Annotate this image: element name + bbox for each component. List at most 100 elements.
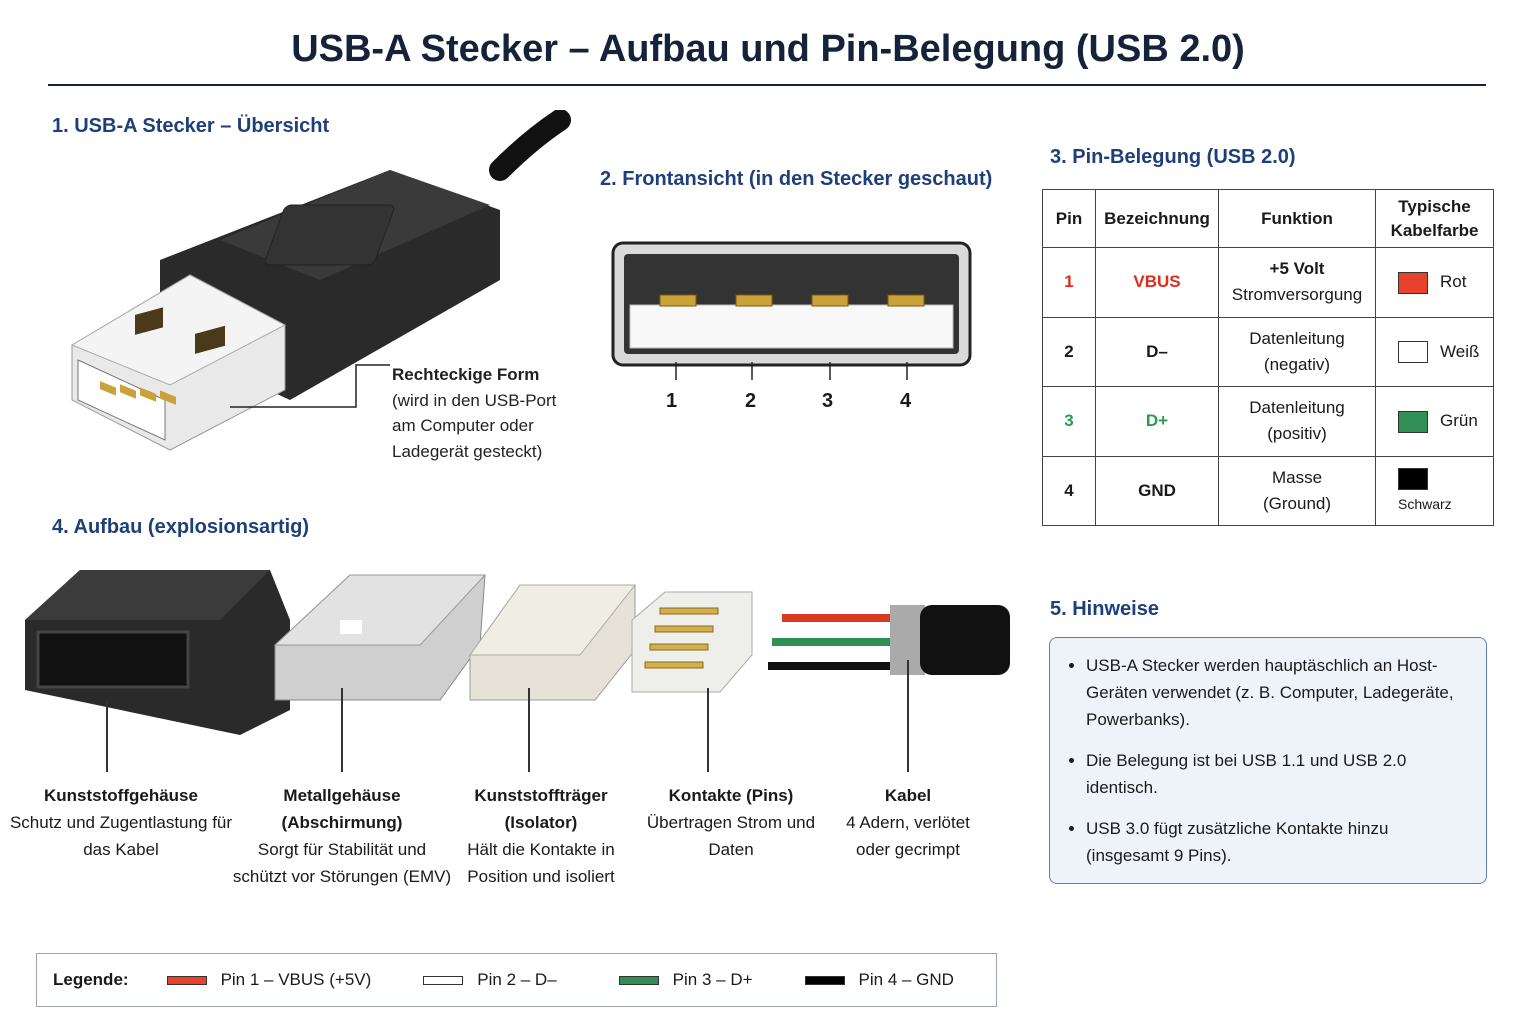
part-title: Kontakte (Pins) (668, 786, 794, 805)
header-name: Bezeichnung (1095, 189, 1219, 248)
color-name: Grün (1440, 411, 1478, 431)
color-swatch (1398, 468, 1428, 491)
function-line1: Masse (1271, 467, 1323, 487)
color-cell: Schwarz (1375, 455, 1494, 526)
pin-table: Pin Bezeichnung Funktion Typische Kabelf… (1042, 189, 1494, 526)
exploded-view-illustration (25, 570, 1010, 735)
part-description: 4 Adern, verlötet oder gecrimpt (846, 813, 970, 859)
leader-line (907, 660, 909, 772)
legend-swatch (166, 975, 207, 985)
section3-heading: 3. Pin-Belegung (USB 2.0) (1050, 146, 1296, 168)
part-title: Metallgehäuse (Abschirmung) (281, 786, 403, 832)
part-metal-shell: Metallgehäuse (Abschirmung) Sorgt für Sta… (232, 782, 452, 890)
function-line2: Stromversorgung (1231, 285, 1363, 305)
page-title: USB-A Stecker – Aufbau und Pin-Belegung … (291, 28, 1245, 70)
hint-item: USB-A Stecker werden hauptäschlich an Ho… (1086, 652, 1466, 733)
pin-number-3: 3 (822, 390, 834, 412)
hint-item: USB 3.0 fügt zusätzliche Kontakte hinzu … (1086, 815, 1466, 869)
header-pin: Pin (1042, 189, 1096, 248)
function-line2: (positiv) (1267, 424, 1327, 444)
part-description: Übertragen Strom und Daten (646, 813, 816, 859)
pin-cell: 1 (1042, 247, 1096, 318)
function-cell: Masse (Ground) (1218, 455, 1376, 526)
name-cell: VBUS (1095, 247, 1219, 318)
name-cell: D+ (1095, 386, 1219, 457)
name-cell: GND (1095, 455, 1219, 526)
plug-shape-callout: Rechteckige Form (wird in den USB-Port a… (392, 362, 582, 464)
callout-title: Rechteckige Form (392, 365, 540, 384)
color-swatch (1398, 341, 1428, 364)
color-cell: Grün (1375, 386, 1494, 457)
part-cable: Kabel 4 Adern, verlötet oder gecrimpt (828, 782, 988, 863)
color-swatch (1398, 271, 1428, 294)
legend: Legende: Pin 1 – VBUS (+5V) Pin 2 – D– P… (36, 953, 997, 1007)
legend-swatch (618, 975, 659, 985)
name-cell: D– (1095, 316, 1219, 387)
function-line1: Datenleitung (1249, 398, 1345, 418)
part-description: Sorgt für Stabilität und schützt vor Stö… (232, 840, 452, 886)
pin-cell: 3 (1042, 386, 1096, 457)
table-header-row: Pin Bezeichnung Funktion Typische Kabelf… (1042, 189, 1494, 248)
usb-a-plug-illustration (70, 110, 571, 451)
color-cell: Weiß (1375, 316, 1494, 387)
leader-line (528, 688, 530, 772)
legend-text: Pin 3 – D+ (672, 970, 753, 989)
part-description: Hält die Kontakte in Position und isolie… (467, 840, 615, 886)
function-cell: Datenleitung (positiv) (1218, 386, 1376, 457)
part-title: Kunststoffträger (Isolator) (474, 786, 608, 832)
pin-number-2: 2 (745, 390, 757, 412)
leader-line (707, 688, 709, 772)
contacts-image (631, 591, 753, 693)
table-row: 4 GND Masse (Ground) Schwarz (1042, 455, 1494, 526)
header-color: Typische Kabelfarbe (1375, 189, 1494, 248)
pin-number-1: 1 (666, 390, 678, 412)
section1-heading: 1. USB-A Stecker – Übersicht (52, 115, 330, 137)
function-line2: (Ground) (1262, 493, 1332, 513)
function-line1: Datenleitung (1249, 328, 1345, 348)
function-cell: Datenleitung (negativ) (1218, 316, 1376, 387)
function-line2: (negativ) (1263, 354, 1331, 374)
legend-label: Legende: (53, 970, 129, 989)
legend-item: Pin 2 – D– (423, 970, 557, 990)
table-row: 3 D+ Datenleitung (positiv) Grün (1042, 386, 1494, 457)
section5-heading: 5. Hinweise (1050, 598, 1159, 620)
pin-cell: 2 (1042, 316, 1096, 387)
color-name: Schwarz (1398, 495, 1452, 512)
section2-heading: 2. Frontansicht (in den Stecker geschaut… (600, 168, 993, 190)
color-cell: Rot (1375, 247, 1494, 318)
part-title: Kunststoffgehäuse (44, 786, 198, 805)
header-function: Funktion (1218, 189, 1376, 248)
legend-swatch (423, 975, 464, 985)
part-isolator: Kunststoffträger (Isolator) Hält die Kont… (446, 782, 636, 890)
callout-text: (wird in den USB-Port am Computer oder L… (392, 390, 557, 461)
hints-box: USB-A Stecker werden hauptäschlich an Ho… (1049, 637, 1487, 884)
leader-line (341, 688, 343, 772)
part-description: Schutz und Zugentlastung für das Kabel (9, 813, 233, 859)
part-contacts: Kontakte (Pins) Übertragen Strom und Date… (646, 782, 816, 863)
legend-swatch (804, 975, 845, 985)
legend-item: Pin 4 – GND (804, 970, 954, 990)
section4-heading: 4. Aufbau (explosionsartig) (52, 516, 310, 538)
legend-item: Pin 3 – D+ (618, 970, 753, 990)
legend-item: Pin 1 – VBUS (+5V) (166, 970, 372, 990)
title-divider (48, 84, 1486, 86)
legend-text: Pin 4 – GND (858, 970, 954, 989)
legend-text: Pin 1 – VBUS (+5V) (220, 970, 372, 989)
pin-number-4: 4 (900, 390, 912, 412)
part-title: Kabel (884, 786, 932, 805)
plastic-housing-image (25, 570, 290, 735)
pin-cell: 4 (1042, 455, 1096, 526)
function-line1: +5 Volt (1269, 259, 1325, 279)
cable-image (768, 605, 1010, 675)
color-name: Rot (1440, 272, 1467, 292)
metal-shell-image (273, 574, 487, 701)
color-swatch (1398, 410, 1428, 433)
hint-item: Die Belegung ist bei USB 1.1 und USB 2.0… (1086, 747, 1466, 801)
table-row: 2 D– Datenleitung (negativ) Weiß (1042, 316, 1494, 387)
color-name: Weiß (1440, 341, 1480, 361)
legend-text: Pin 2 – D– (477, 970, 557, 989)
leader-line (106, 700, 108, 772)
